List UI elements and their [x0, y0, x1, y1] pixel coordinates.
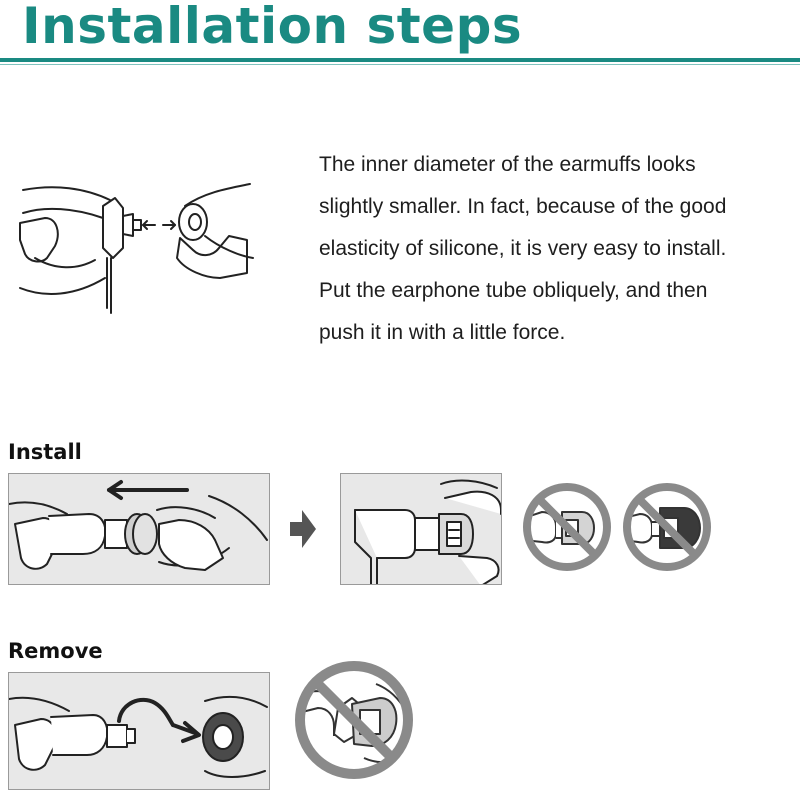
instructions-line: Put the earphone tube obliquely, and the…: [319, 279, 708, 302]
title-divider: [0, 58, 800, 62]
prohibited-deep-icon: [623, 483, 711, 571]
install-panel-inserted: [340, 473, 502, 585]
next-step-arrow-icon: [290, 510, 316, 548]
install-label: Install: [8, 440, 82, 464]
install-push-illustration: [9, 480, 268, 571]
instructions-line: push it in with a little force.: [319, 321, 566, 344]
install-panel-push: [8, 473, 270, 585]
prohibited-shallow-icon: [523, 483, 611, 571]
page-title: Installation steps: [22, 0, 523, 55]
instructions-text: The inner diameter of the earmuffs looks…: [319, 144, 797, 354]
instructions-line: elasticity of silicone, it is very easy …: [319, 237, 727, 260]
prohibited-remove-icon: [294, 660, 414, 780]
earphone-tip-illustration: [19, 183, 254, 314]
remove-illustration: [9, 695, 268, 778]
instructions-line: The inner diameter of the earmuffs looks: [319, 153, 696, 176]
remove-panel: [8, 672, 270, 790]
install-inserted-illustration: [354, 479, 501, 584]
remove-label: Remove: [8, 639, 103, 663]
title-divider-thin: [0, 64, 800, 65]
instructions-line: slightly smaller. In fact, because of th…: [319, 195, 727, 218]
